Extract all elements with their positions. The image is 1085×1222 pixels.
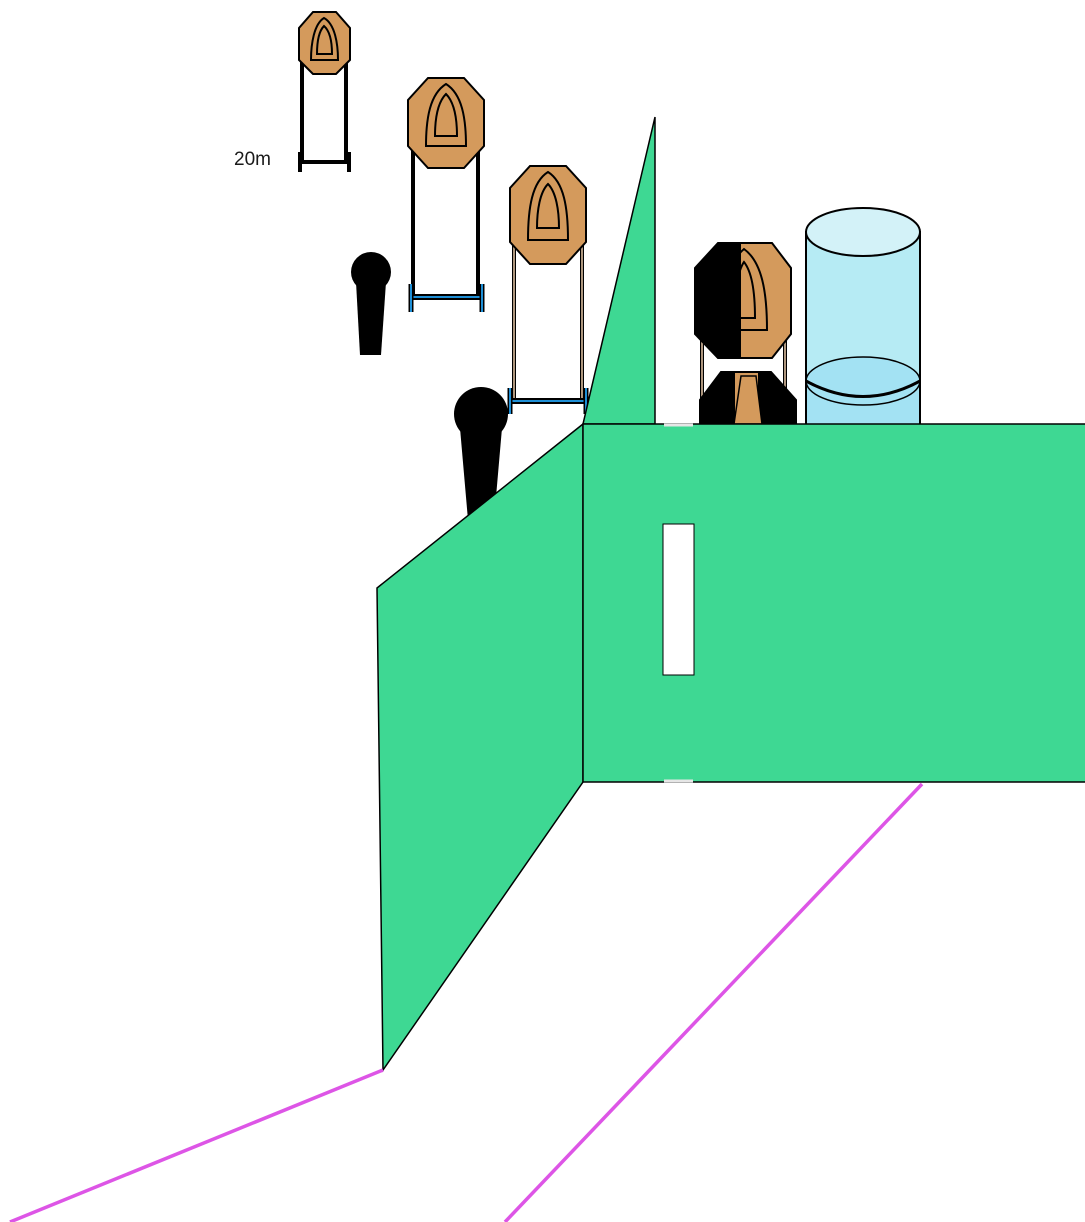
target-face-mid xyxy=(407,77,485,169)
fault-line-right xyxy=(503,782,924,1222)
steel-target-near xyxy=(507,165,589,414)
angled-wall-panel xyxy=(582,116,656,425)
wall-port-opening xyxy=(662,523,695,676)
right-wall xyxy=(582,423,1085,783)
no-shoot-cover-lower-left xyxy=(700,372,735,424)
no-shoot-cover-upper xyxy=(695,243,741,358)
barrel-top xyxy=(805,207,921,257)
barrel-liquid-edge xyxy=(805,379,921,398)
paper-target-partial-no-shoot xyxy=(694,242,797,425)
no-shoot-popper-front xyxy=(454,387,508,520)
steel-target-far xyxy=(298,11,351,172)
no-shoot-popper-back xyxy=(351,252,391,355)
steel-target-mid xyxy=(407,77,485,312)
target-stand-far xyxy=(298,50,351,172)
barrel xyxy=(805,207,921,425)
target-face-far xyxy=(298,11,351,75)
target-face-near xyxy=(509,165,587,265)
distance-label: 20m xyxy=(234,149,271,170)
fault-line-left xyxy=(9,1068,384,1222)
no-shoot-cover-lower-right xyxy=(758,372,796,424)
target-stand-mid xyxy=(408,135,485,312)
left-wall xyxy=(376,422,584,1073)
